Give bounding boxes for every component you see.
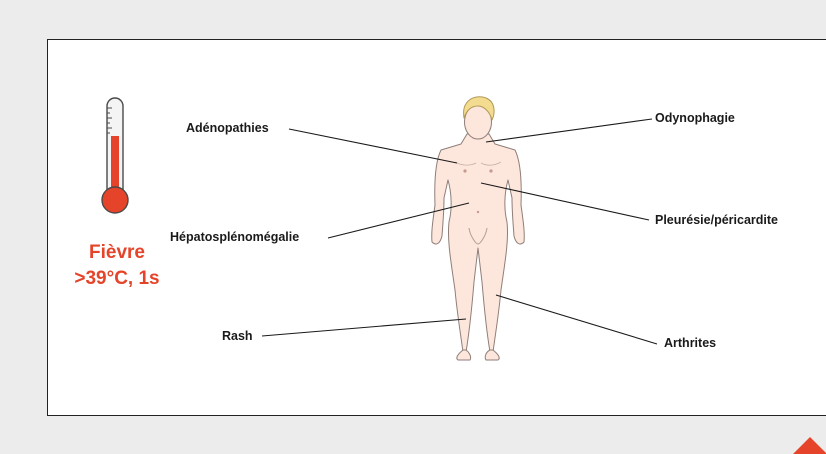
- label-pleuresie-pericardite: Pleurésie/péricardite: [655, 213, 778, 227]
- label-arthrites: Arthrites: [664, 336, 716, 350]
- fever-title: Fièvre: [62, 240, 172, 266]
- leader-line-pleuresie: [481, 183, 649, 220]
- label-hepatosplenomegalie: Hépatosplénomégalie: [170, 230, 299, 244]
- thermometer-icon: [102, 98, 128, 213]
- leader-line-odynophagie: [486, 119, 652, 142]
- label-adenopathies: Adénopathies: [186, 121, 269, 135]
- corner-marker-icon: [793, 437, 826, 454]
- leader-line-hepatosplenomegalie: [328, 203, 469, 238]
- label-odynophagie: Odynophagie: [655, 111, 735, 125]
- leader-line-rash: [262, 319, 466, 336]
- fever-threshold: >39°C, 1s: [62, 266, 172, 292]
- fever-label: Fièvre >39°C, 1s: [62, 240, 172, 292]
- leader-line-arthrites: [496, 295, 657, 344]
- label-rash: Rash: [222, 329, 253, 343]
- leader-line-adenopathies: [289, 129, 457, 163]
